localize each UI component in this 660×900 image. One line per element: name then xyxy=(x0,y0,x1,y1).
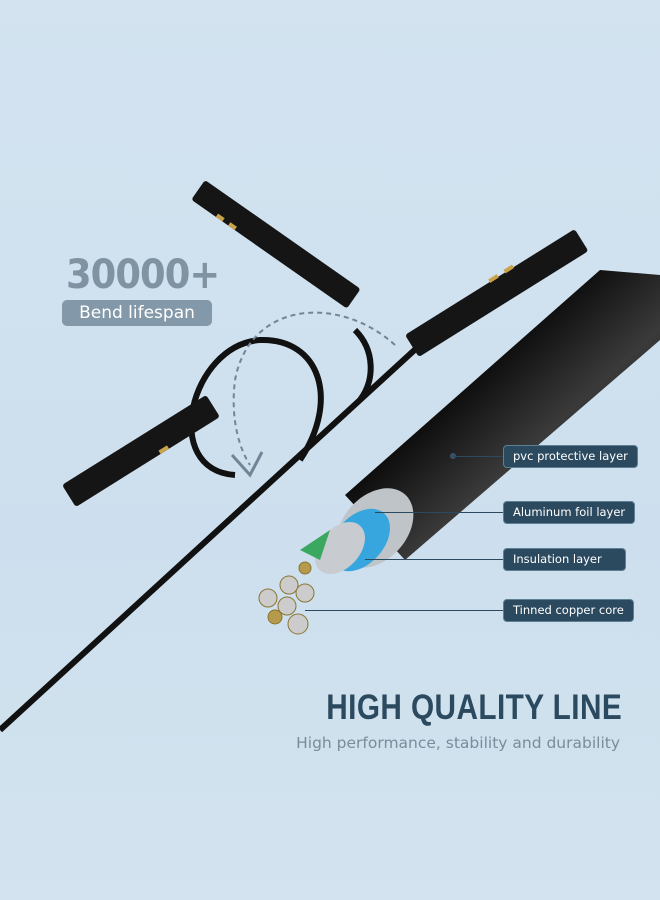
headline-title: HIGH QUALITY LINE xyxy=(326,688,622,727)
callout-line xyxy=(453,456,503,457)
connector-right xyxy=(406,230,588,356)
layer-label-copper: Tinned copper core xyxy=(503,599,634,622)
headline-subtitle: High performance, stability and durabili… xyxy=(296,734,620,752)
cable-loop xyxy=(188,336,324,478)
connector-top xyxy=(192,181,360,308)
bend-lifespan-badge: Bend lifespan xyxy=(62,300,212,326)
callout-line xyxy=(375,512,503,513)
callout-line xyxy=(365,559,503,560)
callout-line xyxy=(305,610,503,611)
layer-label-insulation: Insulation layer xyxy=(503,548,626,571)
thin-cable xyxy=(0,342,423,733)
connector-left xyxy=(63,396,219,506)
thick-cable xyxy=(345,270,660,560)
layer-label-pvc: pvc protective layer xyxy=(503,445,638,468)
copper-wires xyxy=(258,561,315,635)
bend-count: 30000+ xyxy=(66,252,220,298)
layer-label-aluminum: Aluminum foil layer xyxy=(503,501,636,524)
bend-arrow xyxy=(232,311,396,466)
